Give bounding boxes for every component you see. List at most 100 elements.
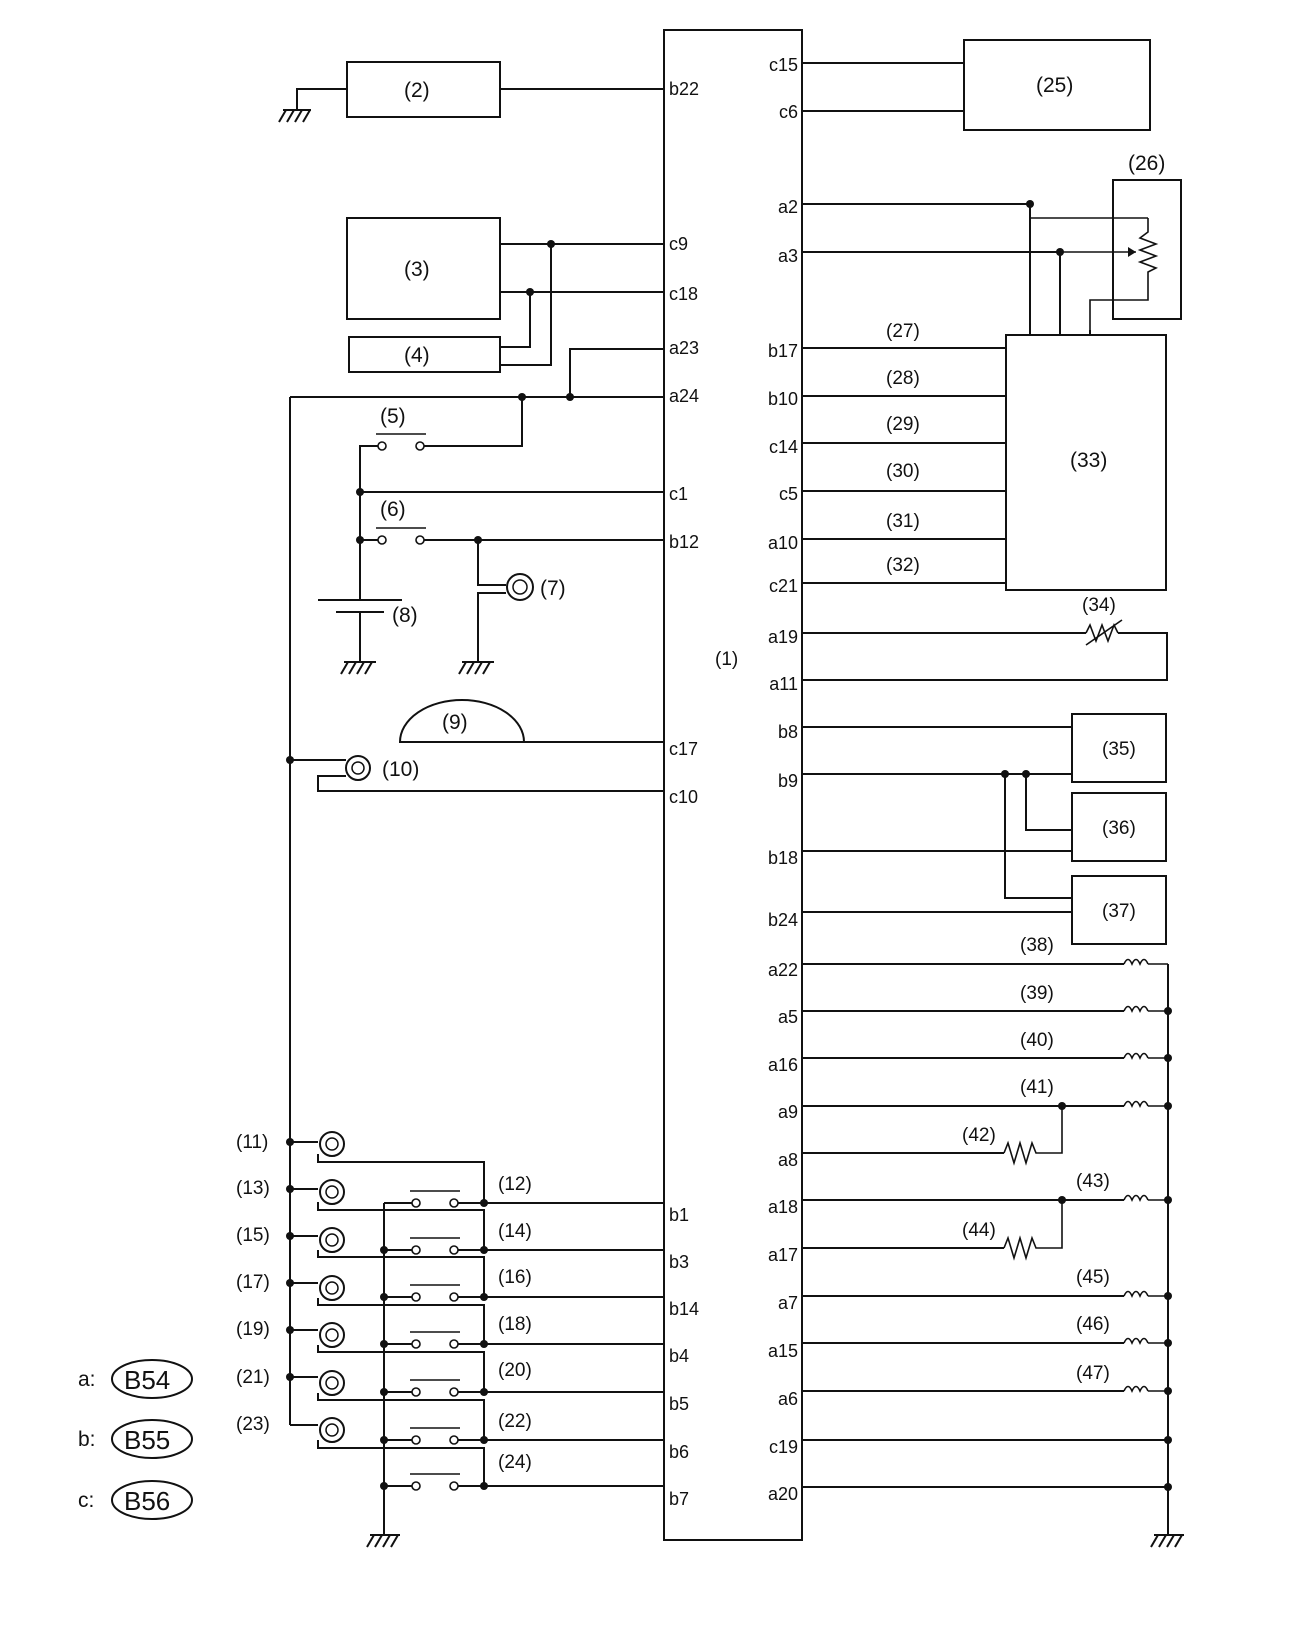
pin-b10: b10 bbox=[768, 389, 798, 409]
lamp-10-icon bbox=[345, 755, 371, 781]
pin-a5: a5 bbox=[778, 1007, 798, 1027]
control-unit-1 bbox=[663, 29, 803, 1541]
label-c22: (22) bbox=[498, 1411, 532, 1432]
pin-c1: c1 bbox=[669, 484, 688, 504]
legend-connector-b54: B54 bbox=[124, 1365, 170, 1395]
legend-connector-b56: B56 bbox=[124, 1486, 170, 1516]
legend-prefix-c: c: bbox=[78, 1489, 94, 1512]
pin-a22: a22 bbox=[768, 960, 798, 980]
pin-b8: b8 bbox=[778, 722, 798, 742]
component-36 bbox=[1071, 792, 1167, 862]
label-c43: (43) bbox=[1076, 1171, 1110, 1192]
pin-a19: a19 bbox=[768, 627, 798, 647]
label-c28: (28) bbox=[886, 368, 920, 389]
label-c21: (21) bbox=[236, 1367, 270, 1388]
label-c25: (25) bbox=[1036, 74, 1073, 97]
pin-c6: c6 bbox=[779, 102, 798, 122]
label-c34: (34) bbox=[1082, 595, 1116, 616]
pin-b24: b24 bbox=[768, 910, 798, 930]
pin-a3: a3 bbox=[778, 246, 798, 266]
label-c4: (4) bbox=[404, 344, 430, 367]
wire-b9-to-36 bbox=[1025, 774, 1072, 831]
pin-b4: b4 bbox=[669, 1346, 689, 1366]
component-33 bbox=[1005, 334, 1167, 591]
thermistor-icon bbox=[1085, 619, 1123, 646]
switch-6 bbox=[376, 527, 426, 545]
label-c24: (24) bbox=[498, 1452, 532, 1473]
label-c46: (46) bbox=[1076, 1314, 1110, 1335]
pin-a7: a7 bbox=[778, 1293, 798, 1313]
pin-c9: c9 bbox=[669, 234, 688, 254]
label-c36: (36) bbox=[1102, 818, 1136, 839]
pin-b14: b14 bbox=[669, 1299, 699, 1319]
wire-a23 bbox=[569, 348, 664, 397]
lamp-switch-ladder: (11) (13) (15) (17) (19) (21) (23) bbox=[236, 1131, 664, 1548]
label-c13: (13) bbox=[236, 1178, 270, 1199]
label-c6: (6) bbox=[380, 498, 406, 521]
label-c2: (2) bbox=[404, 79, 430, 102]
pin-a17: a17 bbox=[768, 1245, 798, 1265]
label-c23: (23) bbox=[236, 1414, 270, 1435]
label-c31: (31) bbox=[886, 511, 920, 532]
pin-b9: b9 bbox=[778, 771, 798, 791]
pin-c15: c15 bbox=[769, 55, 798, 75]
pin-b12: b12 bbox=[669, 532, 699, 552]
pin-b18: b18 bbox=[768, 848, 798, 868]
ground-icon bbox=[278, 109, 311, 123]
label-c40: (40) bbox=[1020, 1030, 1054, 1051]
label-c35: (35) bbox=[1102, 739, 1136, 760]
label-c38: (38) bbox=[1020, 935, 1054, 956]
pin-b22: b22 bbox=[669, 79, 699, 99]
label-c8: (8) bbox=[392, 604, 418, 627]
label-c42: (42) bbox=[962, 1125, 996, 1146]
component-37 bbox=[1071, 875, 1167, 945]
pin-b17: b17 bbox=[768, 341, 798, 361]
pin-b5: b5 bbox=[669, 1394, 689, 1414]
battery-icon bbox=[318, 599, 402, 613]
ground-icon bbox=[366, 1534, 400, 1548]
pin-c19: c19 bbox=[769, 1437, 798, 1457]
pin-a6: a6 bbox=[778, 1389, 798, 1409]
pin-a16: a16 bbox=[768, 1055, 798, 1075]
pin-b1: b1 bbox=[669, 1205, 689, 1225]
component-25 bbox=[963, 39, 1151, 131]
pin-b6: b6 bbox=[669, 1442, 689, 1462]
label-c32: (32) bbox=[886, 555, 920, 576]
pin-a11: a11 bbox=[769, 674, 798, 694]
label-c26: (26) bbox=[1128, 152, 1165, 175]
lamp-7-icon bbox=[506, 573, 534, 601]
wire-c2-ground bbox=[296, 88, 347, 110]
label-c5: (5) bbox=[380, 405, 406, 428]
pin-c5: c5 bbox=[779, 484, 798, 504]
label-c20: (20) bbox=[498, 1360, 532, 1381]
component-26 bbox=[1112, 179, 1182, 320]
label-c3: (3) bbox=[404, 258, 430, 281]
pin-c18: c18 bbox=[669, 284, 698, 304]
label-c19: (19) bbox=[236, 1319, 270, 1340]
pin-a10: a10 bbox=[768, 533, 798, 553]
pin-a9: a9 bbox=[778, 1102, 798, 1122]
switch-5 bbox=[376, 433, 426, 451]
wire-a11 bbox=[802, 632, 1168, 681]
component-4 bbox=[348, 336, 501, 373]
label-c33: (33) bbox=[1070, 449, 1107, 472]
pin-a8: a8 bbox=[778, 1150, 798, 1170]
label-c14: (14) bbox=[498, 1221, 532, 1242]
label-c1: (1) bbox=[715, 649, 738, 670]
wire-c10 bbox=[317, 775, 664, 792]
label-c16: (16) bbox=[498, 1267, 532, 1288]
wire-lamp7-ground bbox=[477, 592, 506, 662]
pin-a23: a23 bbox=[669, 338, 699, 358]
pin-b7: b7 bbox=[669, 1489, 689, 1509]
pin-c10: c10 bbox=[669, 787, 698, 807]
label-c10: (10) bbox=[382, 758, 419, 781]
label-c41: (41) bbox=[1020, 1077, 1054, 1098]
pin-a20: a20 bbox=[768, 1484, 798, 1504]
wire-b9-to-37 bbox=[1004, 774, 1072, 899]
label-c11: (11) bbox=[236, 1132, 268, 1153]
wire-c4-a bbox=[500, 292, 531, 348]
label-c39: (39) bbox=[1020, 983, 1054, 1004]
label-c45: (45) bbox=[1076, 1267, 1110, 1288]
left-pin-labels: b22 c9 c18 a23 a24 c1 b12 c17 c10 b1 b3 … bbox=[669, 79, 699, 1509]
